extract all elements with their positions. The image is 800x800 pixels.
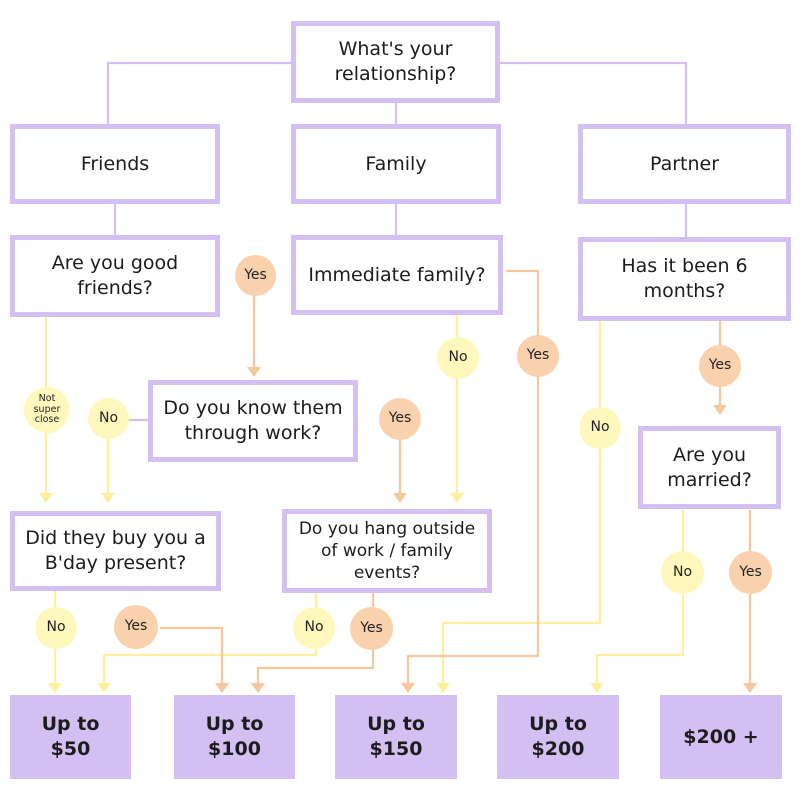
connector-root-partner [500,61,688,128]
line-immediate-yes [406,269,540,683]
hang-yes-badge: Yes [350,607,393,650]
hang-outside-text: Do you hang outside of work / family eve… [298,518,476,584]
partner-label: Partner [649,152,720,175]
not-super-close-badge: Not super close [24,387,70,433]
arrowhead [48,683,62,693]
family-label: Family [365,152,427,175]
connector-root-friends [106,61,291,128]
family-box: Family [291,124,501,204]
six-months-yes-badge: Yes [699,345,741,387]
married-no-badge: No [661,551,704,594]
line-bday-yes [160,626,224,683]
six-months-question: Has it been 6 months? [578,237,791,321]
arrowhead [247,367,261,377]
result-up-to-100: Up to $100 [174,695,295,779]
married-yes-badge: Yes [729,551,772,594]
arrowhead [393,493,407,503]
arrowhead [251,683,265,693]
arrowhead [401,683,415,693]
bday-present-text: Did they buy you a B'day present? [25,527,206,574]
bday-yes-badge: Yes [114,605,158,649]
result-up-to-150: Up to $150 [335,695,457,779]
know-through-work-question: Do you know them through work? [148,380,358,462]
result-up-to-200: Up to $200 [497,695,619,779]
hang-outside-question: Do you hang outside of work / family eve… [282,509,492,593]
know-through-work-text: Do you know them through work? [163,397,343,444]
arrowhead [590,683,604,693]
immediate-family-question: Immediate family? [291,235,503,315]
result-up-to-150-text: Up to $150 [367,713,425,760]
immediate-no-badge: No [437,337,479,379]
arrowhead [743,683,757,693]
good-friends-yes-badge: Yes [235,255,276,296]
arrowhead [215,683,229,693]
relationship-question-text: What's your relationship? [334,38,457,85]
line-six-no [441,321,602,683]
result-up-to-200-text: Up to $200 [529,713,587,760]
friends-label: Friends [80,152,150,175]
relationship-question: What's your relationship? [291,21,500,103]
partner-box: Partner [578,124,791,204]
result-up-to-50: Up to $50 [10,695,131,779]
arrowhead [101,493,115,503]
married-text: Are you married? [667,443,752,491]
good-friends-question: Are you good friends? [10,235,220,317]
result-200-plus-text: $200 + [683,725,759,748]
six-months-no-badge: No [579,407,621,449]
good-friends-text: Are you good friends? [51,252,179,299]
result-up-to-50-text: Up to $50 [41,713,100,760]
bday-no-badge: No [35,607,77,649]
hang-no-badge: No [293,607,335,649]
bday-present-question: Did they buy you a B'day present? [10,511,221,591]
arrowhead [713,405,727,415]
line-married-no [595,510,685,683]
married-question: Are you married? [638,426,781,509]
result-200-plus: $200 + [660,695,782,779]
work-yes-badge: Yes [379,398,421,440]
arrowhead [39,493,53,503]
immediate-family-text: Immediate family? [308,263,486,286]
work-no-badge: No [88,398,129,439]
arrowhead [97,683,111,693]
arrowhead [436,683,450,693]
six-months-text: Has it been 6 months? [621,255,748,302]
result-up-to-100-text: Up to $100 [205,713,264,760]
friends-box: Friends [10,124,220,204]
immediate-yes-badge: Yes [517,335,559,377]
arrowhead [450,493,464,503]
